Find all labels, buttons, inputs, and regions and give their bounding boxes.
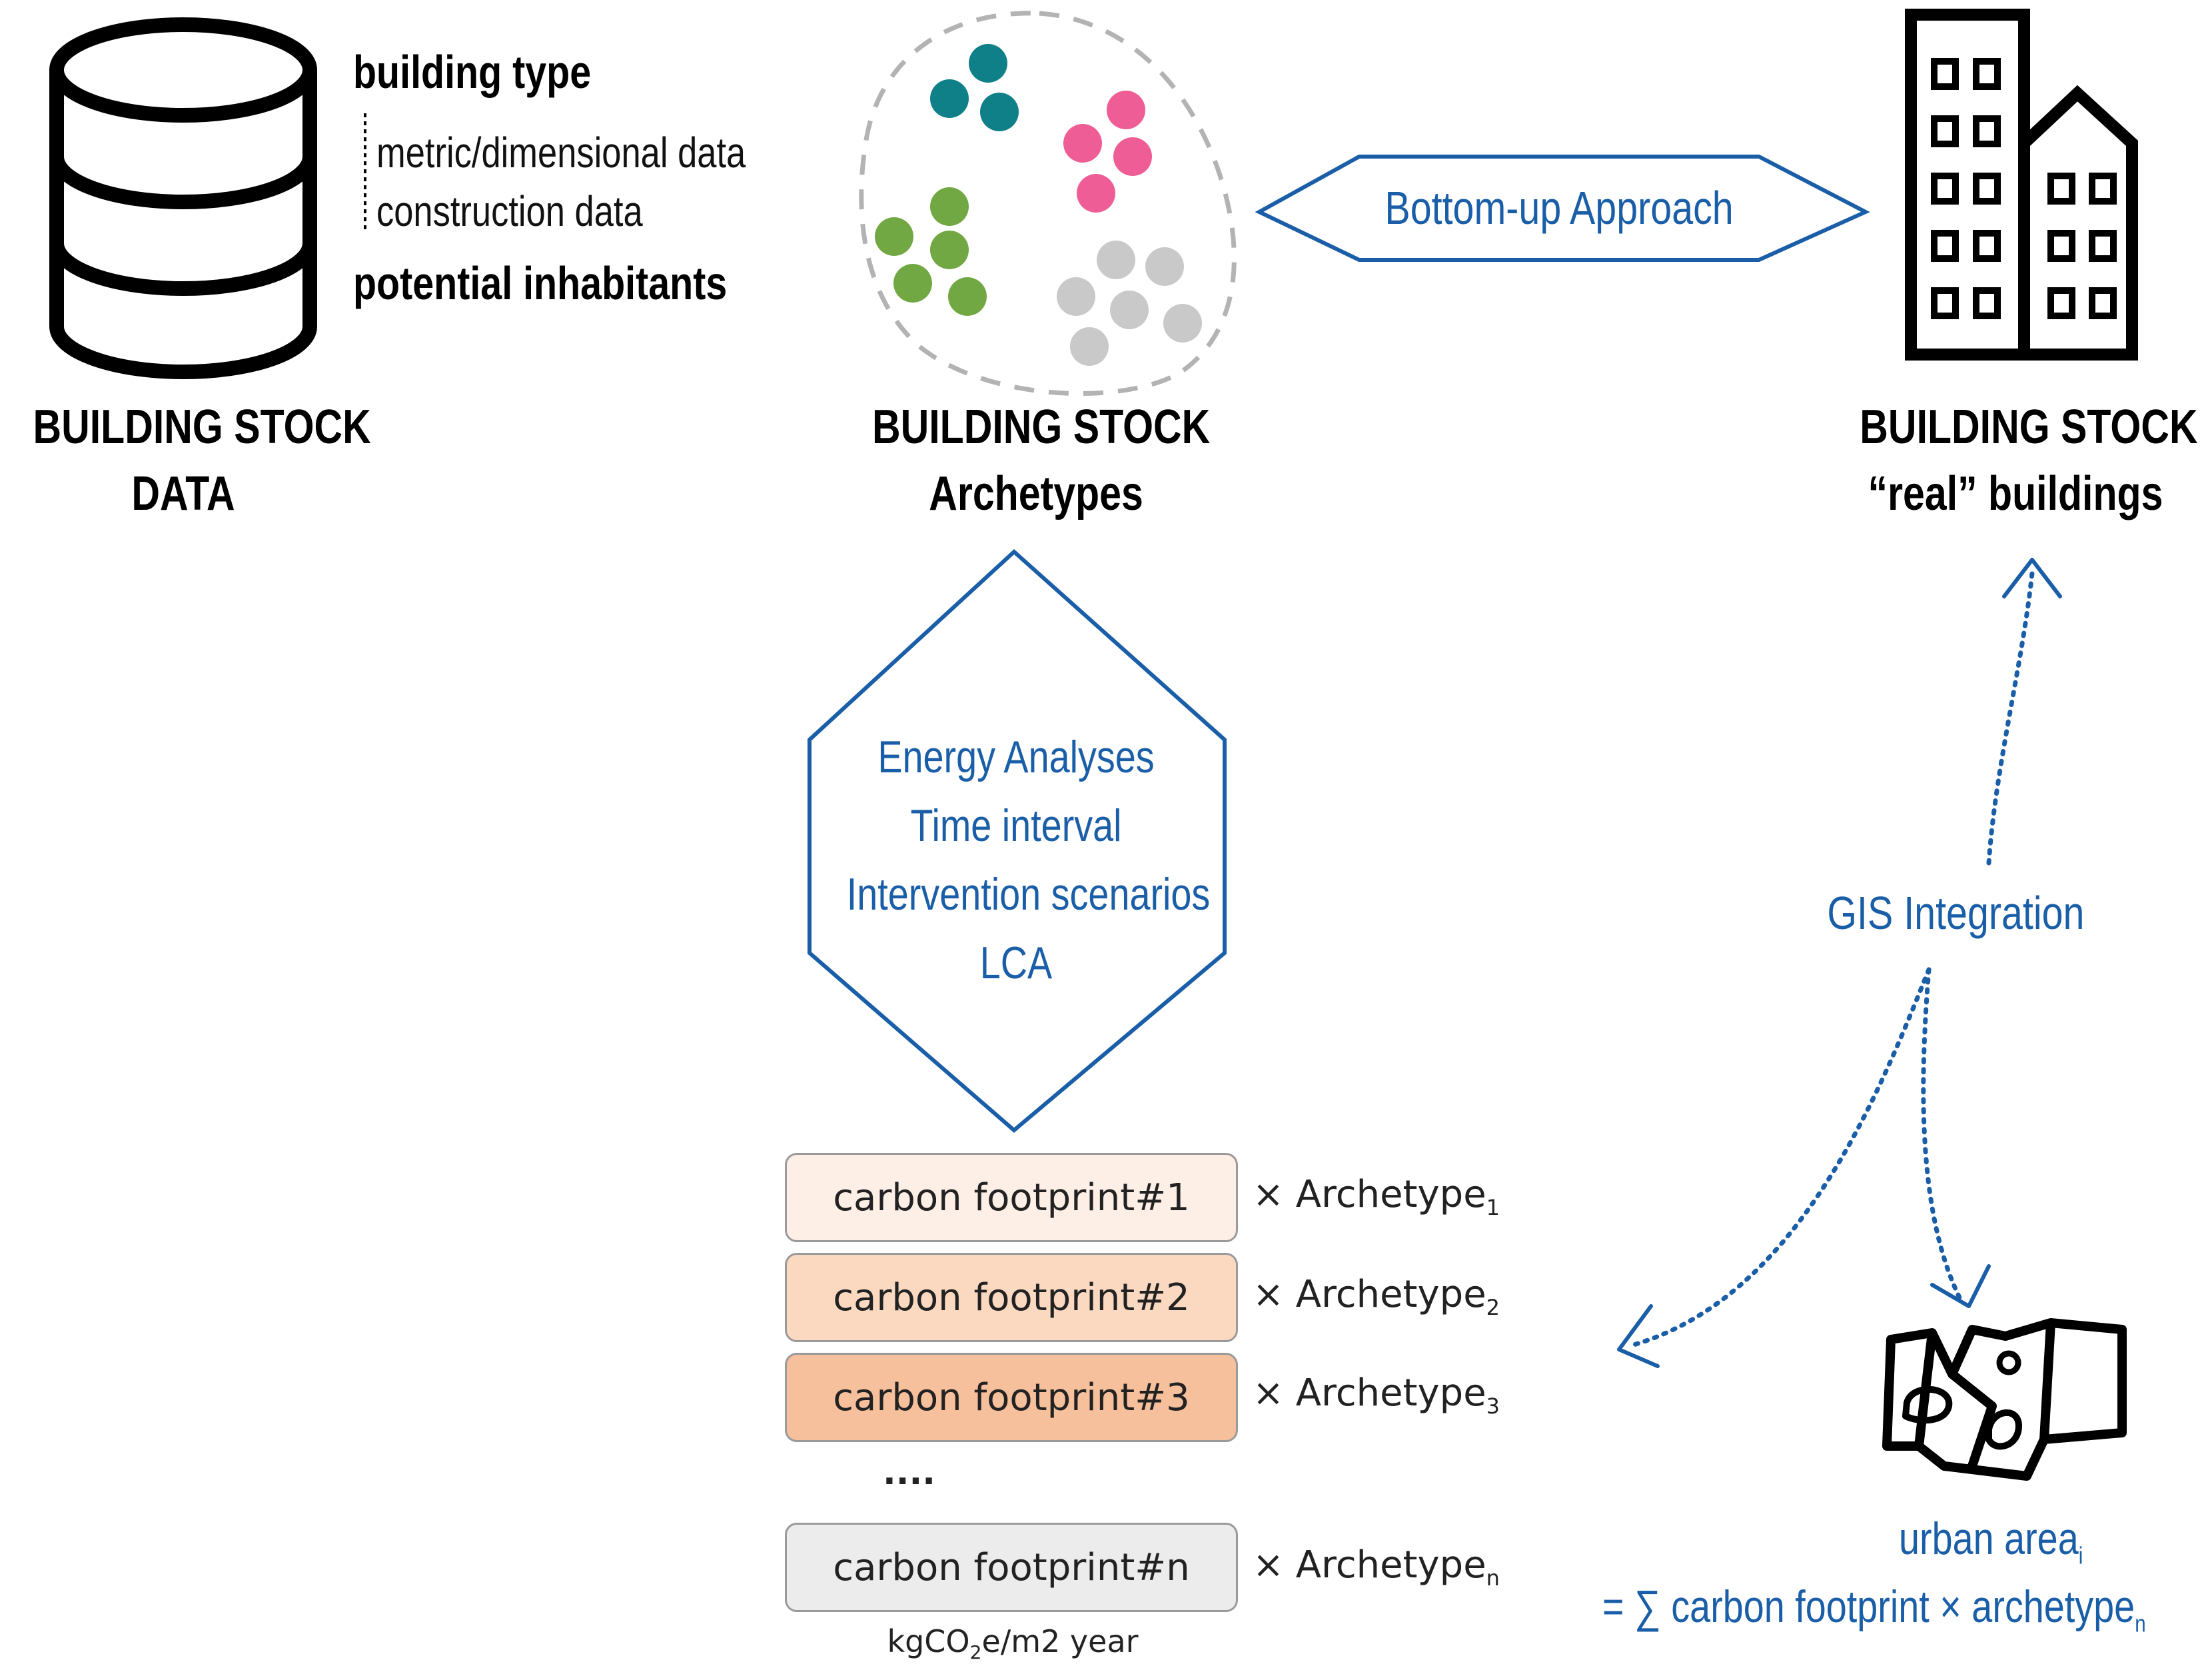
archetype-dot-gray [1097, 241, 1135, 279]
real-title-line2: “real” buildings [1868, 467, 2163, 520]
archetype-multiplier-1: × Archetype1 [1253, 1173, 1500, 1221]
archetype-dot-teal [930, 79, 969, 118]
real-title-line1: BUILDING STOCK [1860, 401, 2198, 454]
analysis-hexagon [808, 548, 1227, 1133]
archetype-cluster-outline [859, 11, 1237, 396]
urban-area-formula: = ∑ carbon footprint × archetypen [1602, 1581, 2146, 1637]
archetype-multiplier-n: × Archetypen [1253, 1543, 1500, 1591]
archetype-dot-pink [1113, 137, 1152, 176]
analysis-line-4: LCA [979, 938, 1053, 988]
archetype-multiplier-3: × Archetype3 [1253, 1371, 1500, 1419]
carbon-footprint-label-2: carbon footprint#2 [833, 1275, 1190, 1319]
carbon-footprint-box-1: carbon footprint#1 [785, 1153, 1238, 1242]
real-buildings-title: BUILDING STOCK “real” buildings [1826, 400, 2205, 521]
archetype-dot-gray [1057, 277, 1095, 316]
bottom-up-arrow-shape [1255, 155, 1870, 262]
construction-data-label: construction data [376, 187, 643, 235]
archetype-dot-pink [1063, 124, 1102, 163]
archetype-dots [875, 44, 1202, 366]
archetype-dot-teal [969, 44, 1007, 83]
archetype-multiplier-2: × Archetype2 [1253, 1273, 1500, 1321]
analysis-line-1: Energy Analyses [877, 732, 1155, 782]
database-icon [49, 17, 317, 379]
carbon-footprint-label-1: carbon footprint#1 [833, 1176, 1190, 1220]
data-title-line2: DATA [131, 467, 235, 520]
archetype-dot-green [930, 187, 969, 226]
gis-integration-label: GIS Integration [1827, 887, 2085, 939]
metric-data-label: metric/dimensional data [376, 129, 746, 177]
urban-map-icon [1882, 1318, 2127, 1481]
analysis-line-2: Time interval [910, 800, 1122, 851]
footprint-ellipsis: .... [883, 1453, 936, 1493]
analysis-text: Energy Analyses Time interval Interventi… [810, 723, 1223, 998]
archetype-dot-gray [1070, 327, 1109, 366]
carbon-footprint-box-n: carbon footprint#n [785, 1523, 1238, 1612]
archetype-dot-pink [1077, 174, 1115, 213]
urban-area-label: urban areai [1899, 1513, 2083, 1569]
footprint-unit: kgCO2e/m2 year [887, 1623, 1139, 1664]
archetype-dot-gray [1145, 247, 1184, 286]
carbon-footprint-label-n: carbon footprint#n [833, 1545, 1190, 1589]
archetype-dot-green [948, 277, 987, 316]
building-type-label: building type [353, 46, 592, 98]
archetype-dot-gray [1110, 291, 1149, 329]
city-buildings-icon [1905, 9, 2138, 361]
archetype-dot-green [893, 264, 932, 303]
data-title-line1: BUILDING STOCK [33, 401, 371, 454]
carbon-footprint-box-3: carbon footprint#3 [785, 1353, 1238, 1442]
archetype-dot-green [930, 231, 969, 269]
archetypes-title: BUILDING STOCK Archetypes [836, 400, 1236, 521]
bottom-up-approach-label: Bottom-up Approach [1384, 182, 1734, 234]
archetype-dot-gray [1163, 304, 1202, 343]
carbon-footprint-label-3: carbon footprint#3 [833, 1375, 1190, 1419]
carbon-footprint-box-2: carbon footprint#2 [785, 1253, 1238, 1342]
data-title: BUILDING STOCK DATA [0, 400, 371, 521]
gis-arrows [1626, 570, 2035, 1349]
potential-inhabitants-label: potential inhabitants [353, 257, 728, 309]
archetype-dot-teal [980, 93, 1019, 131]
gis-arrowheads [1617, 558, 2062, 1368]
analysis-line-3: Intervention scenarios [846, 869, 1211, 920]
archetypes-title-line2: Archetypes [929, 467, 1143, 520]
archetype-dot-green [875, 217, 913, 256]
archetype-dot-pink [1107, 91, 1145, 129]
archetypes-title-line1: BUILDING STOCK [872, 401, 1211, 454]
